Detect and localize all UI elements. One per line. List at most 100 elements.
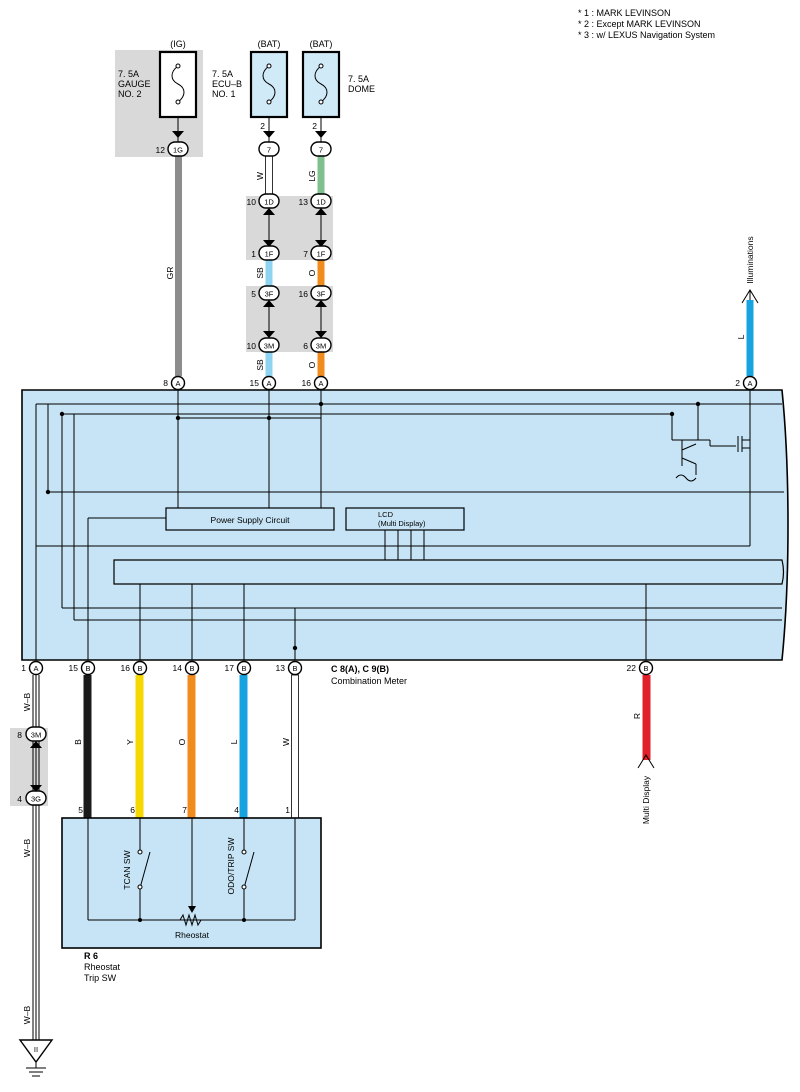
fuse-gauge-element-icon [171,65,185,103]
wire-w [291,674,299,819]
top-pin-8-conn: A [175,379,180,388]
rheostat-label: Rheostat [175,930,210,940]
tcan-sw-label: TCAN SW [122,850,132,889]
top-pin-2-num: 2 [735,378,740,388]
bottom-pin-22-conn: B [643,664,648,673]
conn-ecu-3m-code: 3M [264,342,274,351]
bottom-pin-1-num: 1 [21,663,26,673]
bottom-pin-22-num: 22 [627,663,637,673]
switch-pin-1: 1 [285,805,290,815]
switch-name-2: Trip SW [84,973,117,983]
note-1: * 1 : MARK LEVINSON [578,8,671,18]
bottom-pin-15-conn: B [85,664,90,673]
fuse-dome-name-1: DOME [348,84,375,94]
fuse-ecu-name-2: NO. 1 [212,89,236,99]
wire-b [83,675,92,818]
label-wb-mid: W–B [22,838,32,857]
bottom-pin-16-num: 16 [121,663,131,673]
fuse-gauge-rating: 7. 5A [118,69,139,79]
wire-y [135,675,144,818]
bottom-pin-14-conn: B [189,664,194,673]
label-gr: GR [165,267,175,280]
fuse-gauge-no2: (IG) 7. 5A GAUGE NO. 2 [118,39,198,119]
power-supply-label: Power Supply Circuit [211,515,291,525]
label-wb-upper: W–B [22,692,32,711]
bottom-pin-1-conn: A [33,664,38,673]
ground-point: II [18,1039,54,1077]
ecu-fuse-pin: 2 [260,121,265,131]
label-lg: LG [307,170,317,181]
connector-plugs: 1G 12 7 7 1D 10 1D 13 1F 1 1F 7 3F 5 3F … [17,141,332,806]
wire-lg [317,156,325,194]
top-pin-16-conn: A [318,379,323,388]
fuse-ecu-name-1: ECU–B [212,79,242,89]
conn-dome-1f-code: 1F [317,250,326,259]
conn-1g-code: 1G [173,146,183,155]
conn-dome-7-code: 7 [319,146,323,155]
switch-pin-7: 7 [182,805,187,815]
wire-sb-mid [265,260,273,286]
top-pin-15-num: 15 [250,378,260,388]
switch-pin-4: 4 [234,805,239,815]
fuse-dome-element-icon [314,65,328,103]
label-b: B [73,739,83,745]
switch-name-1: Rheostat [84,962,121,972]
label-y: Y [125,739,135,745]
label-wb-lower: W–B [22,1005,32,1024]
label-w-upper: W [255,172,265,180]
fuse-gauge-name-1: GAUGE [118,79,151,89]
wire-sb-lower [265,352,273,376]
label-o-mid: O [307,269,317,276]
label-r: R [632,713,642,719]
label-l-illum: L [736,334,746,339]
top-pin-15-conn: A [266,379,271,388]
conn-dome-1d-pin: 13 [299,197,309,207]
note-2: * 2 : Except MARK LEVINSON [578,19,701,29]
fuse-gauge-supply: (IG) [170,39,186,49]
wire-w-upper [265,155,273,195]
ground-symbol-label: II [34,1045,38,1054]
conn-gnd-3g-pin: 4 [17,794,22,804]
illumination-driver-icon [672,436,750,482]
lcd-block [345,507,465,531]
conn-dome-3m-code: 3M [316,342,326,351]
switch-pin-5: 5 [78,805,83,815]
switch-pin-6: 6 [130,805,135,815]
wire-color-labels: GR W LG SB O SB O L W–B W–B W–B B Y O L … [22,170,746,1024]
wire-o-mid [317,260,325,286]
bottom-pin-14-num: 14 [173,663,183,673]
odo-trip-sw-label: ODO/TRIP SW [226,838,236,895]
fuse-gauge-name-2: NO. 2 [118,89,142,99]
conn-ecu-1d-pin: 10 [247,197,257,207]
wire-o [187,675,196,818]
fuse-ecu-supply: (BAT) [258,39,281,49]
label-o: O [177,738,187,745]
multi-display-label: Multi Display [641,775,651,824]
conn-gnd-3m-code: 3M [31,731,41,740]
power-supply-circuit-block [165,507,335,531]
meter-name: Combination Meter [331,676,407,686]
fuse-dome-supply: (BAT) [310,39,333,49]
wire-l [239,675,248,818]
fuse-dome-rating: 7. 5A [348,74,369,84]
combination-meter: Power Supply Circuit LCD (Multi Display)… [21,375,789,686]
fuse-ecu-b-no1: (BAT) 7. 5A ECU–B NO. 1 [212,39,289,119]
illuminations-label: Illuminations [745,236,755,283]
conn-ecu-3f-pin: 5 [251,289,256,299]
multi-display-arrow-icon [637,754,655,769]
conn-dome-1f-pin: 7 [303,249,308,259]
bottom-pin-16-conn: B [137,664,142,673]
bottom-pin-15-num: 15 [69,663,79,673]
conn-ecu-1d-code: 1D [264,198,274,207]
conn-dome-3m-pin: 6 [303,341,308,351]
top-pin-8-num: 8 [163,378,168,388]
bottom-pin-17-num: 17 [225,663,235,673]
conn-dome-1d-code: 1D [316,198,326,207]
meter-internal-wiring [35,390,784,660]
label-w: W [281,738,291,746]
conn-1g-pin: 12 [156,145,166,155]
top-pin-16-num: 16 [302,378,312,388]
fuse-ecu-element-icon [262,65,276,103]
label-sb-lower: SB [255,359,265,371]
